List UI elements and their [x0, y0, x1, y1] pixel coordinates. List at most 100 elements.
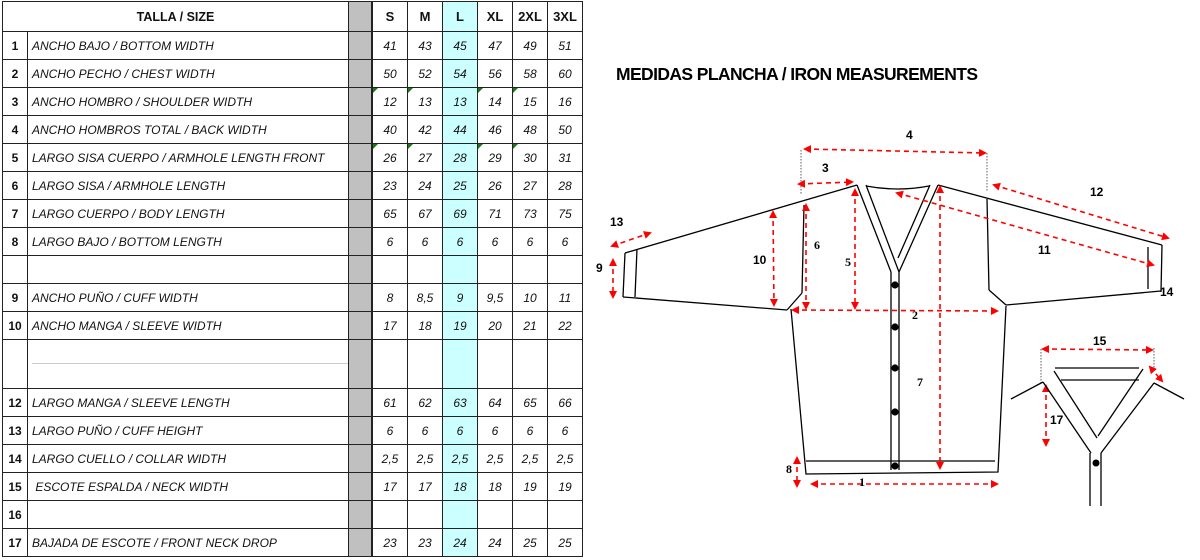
cell-2xl — [512, 500, 548, 529]
row-number: 6 — [2, 171, 28, 200]
cell-xl — [477, 255, 513, 284]
cell-l: 18 — [442, 472, 478, 501]
cell-xl: 47 — [477, 31, 513, 60]
cell-2xl: 21 — [512, 311, 548, 340]
measure-13-arrow — [610, 231, 652, 248]
row-label: ANCHO PUÑO / CUFF WIDTH — [27, 283, 349, 312]
gray-separator — [348, 87, 373, 116]
measure-label-5: 5 — [845, 255, 851, 269]
size-header-xl: XL — [477, 1, 513, 32]
size-header-2xl: 2XL — [512, 1, 548, 32]
cell-l: 28 — [442, 143, 478, 172]
cell-l: 24 — [442, 528, 478, 557]
button-icons — [891, 281, 899, 470]
cell-l: 54 — [442, 59, 478, 88]
comment-marker-icon[interactable] — [478, 88, 483, 93]
table-row: 7 LARGO CUERPO / BODY LENGTH 65 67 69 71… — [2, 199, 583, 228]
cell-m: 18 — [407, 311, 443, 340]
cell-l — [442, 500, 478, 529]
cell-l — [442, 255, 478, 284]
cell-2xl: 49 — [512, 31, 548, 60]
size-header-3xl: 3XL — [547, 1, 583, 32]
comment-marker-icon[interactable] — [408, 88, 413, 93]
gray-separator — [348, 1, 373, 32]
button-icon — [891, 462, 899, 470]
cell-3xl: 22 — [547, 311, 583, 340]
cell-2xl: 65 — [512, 388, 548, 417]
gray-separator — [348, 388, 373, 417]
row-label: ANCHO HOMBRO / SHOULDER WIDTH — [27, 87, 349, 116]
row-number: 17 — [2, 528, 28, 557]
row-label: LARGO SISA CUERPO / ARMHOLE LENGTH FRONT — [27, 143, 349, 172]
button-icon — [891, 323, 899, 331]
cell-s: 2,5 — [371, 444, 408, 473]
gray-separator — [348, 472, 373, 501]
cell-xl: 2,5 — [477, 444, 513, 473]
gray-separator — [348, 311, 373, 340]
comment-marker-icon[interactable] — [478, 144, 483, 149]
row-number: 4 — [2, 115, 28, 144]
table-row: 6 LARGO SISA / ARMHOLE LENGTH 23 24 25 2… — [2, 171, 583, 200]
cell-value: 27 — [418, 150, 432, 165]
cell-l: 69 — [442, 199, 478, 228]
row-label: LARGO MANGA / SLEEVE LENGTH — [27, 388, 349, 417]
table-row: 12 LARGO MANGA / SLEEVE LENGTH 61 62 63 … — [2, 388, 583, 417]
comment-marker-icon[interactable] — [408, 144, 413, 149]
diagram-title: MEDIDAS PLANCHA / IRON MEASUREMENTS — [616, 64, 978, 84]
header-title: TALLA / SIZE — [2, 1, 349, 32]
cell-l: 63 — [442, 388, 478, 417]
table-row: 10 ANCHO MANGA / SLEEVE WIDTH 17 18 19 2… — [2, 311, 583, 340]
cell-3xl: 16 — [547, 87, 583, 116]
measure-label-3: 3 — [822, 161, 829, 175]
measure-label-10: 10 — [753, 253, 767, 267]
row-number: 15 — [2, 472, 28, 501]
sub-divider — [32, 363, 348, 364]
gray-separator — [348, 143, 373, 172]
gray-separator — [348, 528, 373, 557]
table-row: 2 ANCHO PECHO / CHEST WIDTH 50 52 54 56 … — [2, 59, 583, 88]
cell-value: 14 — [488, 94, 502, 109]
measure-label-4: 4 — [906, 128, 913, 142]
measure-label-8: 8 — [786, 462, 792, 476]
measure-label-17: 17 — [1050, 413, 1064, 427]
cell-3xl: 25 — [547, 528, 583, 557]
size-header-l: L — [442, 1, 478, 32]
measure-label-12: 12 — [1090, 185, 1104, 199]
comment-marker-icon[interactable] — [373, 144, 378, 149]
measure-15-arrow — [1041, 345, 1154, 354]
row-number: 16 — [2, 500, 28, 529]
button-icon — [891, 281, 899, 289]
cell-3xl — [547, 255, 583, 284]
cell-s: 26 — [371, 143, 408, 172]
cell-value: 30 — [523, 150, 537, 165]
row-label: ANCHO HOMBROS TOTAL / BACK WIDTH — [27, 115, 349, 144]
measure-label-2: 2 — [912, 308, 918, 322]
measure-label-9: 9 — [596, 261, 603, 275]
gray-separator — [348, 500, 373, 529]
row-number: 12 — [2, 388, 28, 417]
cell-value: 15 — [523, 94, 537, 109]
cell-3xl: 75 — [547, 199, 583, 228]
cell-2xl: 10 — [512, 283, 548, 312]
comment-marker-icon[interactable] — [373, 88, 378, 93]
measure-label-1: 1 — [859, 475, 865, 489]
measure-14-collar-arrow — [1148, 365, 1164, 383]
cell-l: 6 — [442, 416, 478, 445]
row-label: LARGO PUÑO / CUFF HEIGHT — [27, 416, 349, 445]
row-number: 5 — [2, 143, 28, 172]
row-number — [2, 255, 28, 284]
cell-value: 12 — [383, 94, 397, 109]
row-number: 14 — [2, 444, 28, 473]
measure-4-arrow — [803, 145, 987, 157]
row-label: LARGO CUELLO / COLLAR WIDTH — [27, 444, 349, 473]
comment-marker-icon[interactable] — [513, 144, 518, 149]
gray-separator — [348, 199, 373, 228]
row-label — [27, 339, 349, 389]
comment-marker-icon[interactable] — [513, 88, 518, 93]
cell-3xl: 28 — [547, 171, 583, 200]
cell-m: 42 — [407, 115, 443, 144]
cell-3xl: 6 — [547, 416, 583, 445]
cell-s: 23 — [371, 528, 408, 557]
measure-label-14: 14 — [1160, 285, 1174, 299]
